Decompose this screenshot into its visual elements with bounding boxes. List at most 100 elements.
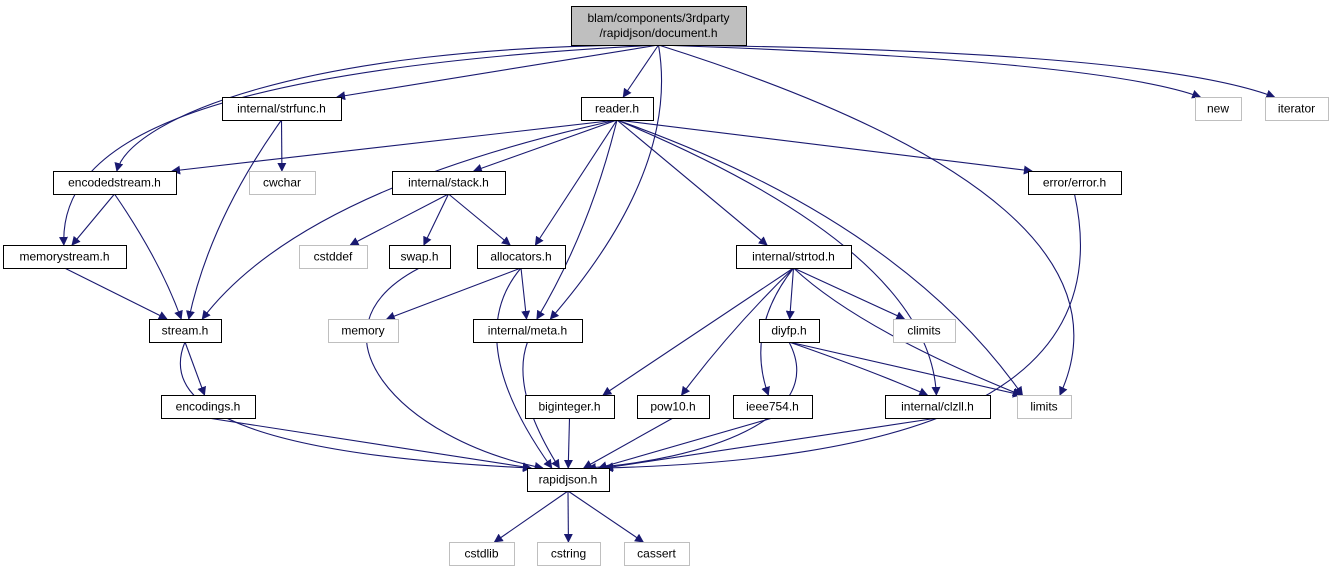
node-pow10[interactable]: pow10.h [637, 395, 710, 419]
node-label: memorystream.h [19, 250, 109, 264]
edge-allocators-to-rapidjson [496, 267, 553, 469]
edge-document-to-new [658, 44, 1202, 99]
node-strfunc[interactable]: internal/strfunc.h [222, 97, 342, 121]
node-box [1265, 97, 1329, 121]
node-box [885, 395, 991, 419]
node-label: cstring [551, 547, 586, 561]
node-biginteger[interactable]: biginteger.h [525, 395, 615, 419]
edge-document-to-memorystream [59, 44, 659, 246]
node-label: internal/strfunc.h [237, 102, 326, 116]
node-reader[interactable]: reader.h [581, 97, 654, 121]
node-label: cwchar [263, 176, 301, 190]
node-clzll[interactable]: internal/clzll.h [885, 395, 991, 419]
node-label: diyfp.h [771, 324, 806, 338]
edge-document-to-limits [658, 44, 1075, 396]
node-box [624, 542, 690, 566]
edge-strtod-to-climits [793, 267, 906, 320]
node-box [537, 542, 601, 566]
node-label: internal/meta.h [488, 324, 567, 338]
node-box [527, 468, 610, 492]
node-box [3, 245, 127, 269]
node-label: cassert [637, 547, 676, 561]
node-memory: memory [328, 319, 399, 343]
node-stream[interactable]: stream.h [149, 319, 222, 343]
edge-rapidjson-to-cstdlib [493, 490, 569, 543]
edge-document-to-strfunc [336, 44, 659, 101]
edge-ieee754-to-rapidjson [597, 417, 773, 471]
edge-error-to-rapidjson [604, 193, 1081, 473]
edge-biginteger-to-rapidjson [563, 417, 573, 469]
node-label: encodedstream.h [68, 176, 161, 190]
edge-encodedstream-to-stream [114, 193, 183, 320]
node-encodings[interactable]: encodings.h [161, 395, 256, 419]
node-box [449, 542, 515, 566]
edge-document-to-reader [622, 44, 659, 98]
node-limits: limits [1017, 395, 1072, 419]
node-label: error/error.h [1043, 176, 1106, 190]
node-box [1195, 97, 1242, 121]
node-label: ieee754.h [746, 400, 799, 414]
node-label: climits [907, 324, 940, 338]
node-box [473, 319, 583, 343]
node-box [477, 245, 566, 269]
node-box [299, 245, 368, 269]
node-box [161, 395, 256, 419]
edge-rapidjson-to-cassert [567, 490, 644, 543]
edges-layer [59, 44, 1276, 543]
edge-diyfp-to-clzll [788, 341, 929, 396]
node-label: new [1207, 102, 1229, 116]
node-box [637, 395, 710, 419]
edge-encodedstream-to-memorystream [71, 193, 115, 246]
node-label: iterator [1278, 102, 1315, 116]
node-label: cstddef [314, 250, 353, 264]
node-diyfp[interactable]: diyfp.h [759, 319, 820, 343]
edge-reader-to-allocators [534, 119, 618, 246]
node-memorystream[interactable]: memorystream.h [3, 245, 127, 269]
edge-stream-to-rapidjson [179, 341, 532, 473]
node-meta[interactable]: internal/meta.h [473, 319, 583, 343]
node-document[interactable]: blam/components/3rdparty/rapidjson/docum… [571, 6, 747, 46]
node-ieee754[interactable]: ieee754.h [733, 395, 813, 419]
edge-diyfp-to-rapidjson [586, 341, 798, 472]
node-stack[interactable]: internal/stack.h [392, 171, 506, 195]
node-label: stream.h [162, 324, 209, 338]
node-label: rapidjson.h [539, 473, 598, 487]
node-label: pow10.h [650, 400, 695, 414]
node-rapidjson[interactable]: rapidjson.h [527, 468, 610, 492]
edge-strtod-to-diyfp [785, 267, 795, 320]
node-box [736, 245, 852, 269]
node-box [1017, 395, 1072, 419]
edge-diyfp-to-limits [788, 341, 1022, 398]
edge-allocators-to-memory [385, 267, 522, 321]
node-error[interactable]: error/error.h [1028, 171, 1122, 195]
node-swap[interactable]: swap.h [389, 245, 451, 269]
node-label: biginteger.h [538, 400, 600, 414]
edge-strtod-to-pow10 [681, 267, 794, 396]
edge-reader-to-meta [536, 119, 618, 320]
node-iterator: iterator [1265, 97, 1329, 121]
node-label: reader.h [595, 102, 639, 116]
node-box [389, 245, 451, 269]
edge-memorystream-to-stream [64, 267, 168, 320]
edge-clzll-to-rapidjson [604, 417, 938, 472]
node-label: allocators.h [490, 250, 551, 264]
edge-reader-to-stack [472, 119, 618, 173]
edge-pow10-to-rapidjson [582, 417, 674, 469]
node-encodedstream[interactable]: encodedstream.h [53, 171, 177, 195]
edge-stack-to-cstddef [349, 193, 449, 246]
edge-encodings-to-rapidjson [207, 417, 532, 472]
node-box [53, 171, 177, 195]
node-box [1028, 171, 1122, 195]
node-label: internal/strtod.h [752, 250, 835, 264]
node-allocators[interactable]: allocators.h [477, 245, 566, 269]
node-box [249, 171, 316, 195]
node-cstddef: cstddef [299, 245, 368, 269]
node-box [149, 319, 222, 343]
edge-strtod-to-biginteger [602, 267, 794, 396]
node-label: limits [1030, 400, 1057, 414]
node-strtod[interactable]: internal/strtod.h [736, 245, 852, 269]
node-cwchar: cwchar [249, 171, 316, 195]
node-box [759, 319, 820, 343]
edge-stack-to-allocators [448, 193, 511, 246]
node-cstdlib: cstdlib [449, 542, 515, 566]
